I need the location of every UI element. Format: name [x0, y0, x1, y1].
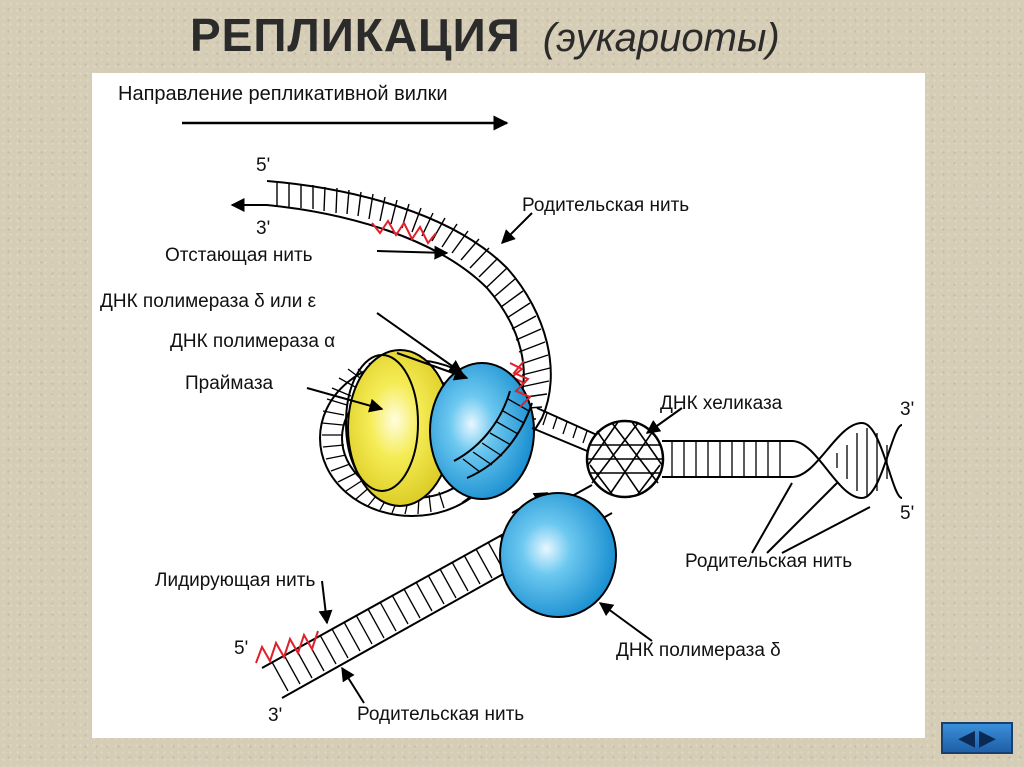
parent-strand-right-label: Родительская нить [685, 551, 853, 572]
parent-strand-bottom-label: Родительская нить [357, 704, 525, 725]
lagging-primer [371, 219, 437, 245]
pointer-lines [306, 212, 871, 704]
polymerase-delta-protein [499, 492, 617, 618]
end-3-right: 3' [900, 399, 915, 420]
ladder-over-blue [453, 390, 533, 479]
end-3-top: 3' [256, 218, 271, 239]
triangle-right-icon[interactable]: ▶ [979, 725, 996, 750]
helicase-label: ДНК хеликаза [660, 393, 783, 414]
pol-delta-eps-label: ДНК полимераза δ или ε [100, 291, 317, 312]
lagging-strand-ladder [266, 180, 552, 504]
slide-navigation: ◀ ▶ [941, 722, 1013, 754]
end-5-right: 5' [900, 503, 915, 524]
direction-label: Направление репликативной вилки [118, 83, 448, 105]
fork-to-loop-strand [531, 407, 598, 454]
title-main: РЕПЛИКАЦИЯ [190, 9, 521, 61]
leading-primer [255, 630, 319, 664]
end-5-top: 5' [256, 155, 271, 176]
triangle-left-icon[interactable]: ◀ [958, 725, 975, 750]
slide-title: РЕПЛИКАЦИЯ (эукариоты) [190, 8, 780, 62]
replication-diagram [182, 115, 903, 704]
parent-strand-top-label: Родительская нить [522, 195, 690, 216]
pol-alpha-label: ДНК полимераза α [170, 331, 336, 352]
end-3-bottom: 3' [268, 705, 283, 726]
leading-strand-label: Лидирующая нить [155, 570, 316, 591]
lagging-strand-label: Отстающая нить [165, 245, 313, 266]
primase-label: Праймаза [185, 373, 274, 394]
end-5-bottom: 5' [234, 638, 249, 659]
helicase-protein [585, 419, 665, 499]
title-subtitle: (эукариоты) [542, 16, 780, 60]
pol-delta-label: ДНК полимераза δ [616, 640, 781, 661]
diagram-panel: Направление репликативной вилки Родитель… [92, 73, 925, 738]
parental-duplex [662, 421, 903, 500]
